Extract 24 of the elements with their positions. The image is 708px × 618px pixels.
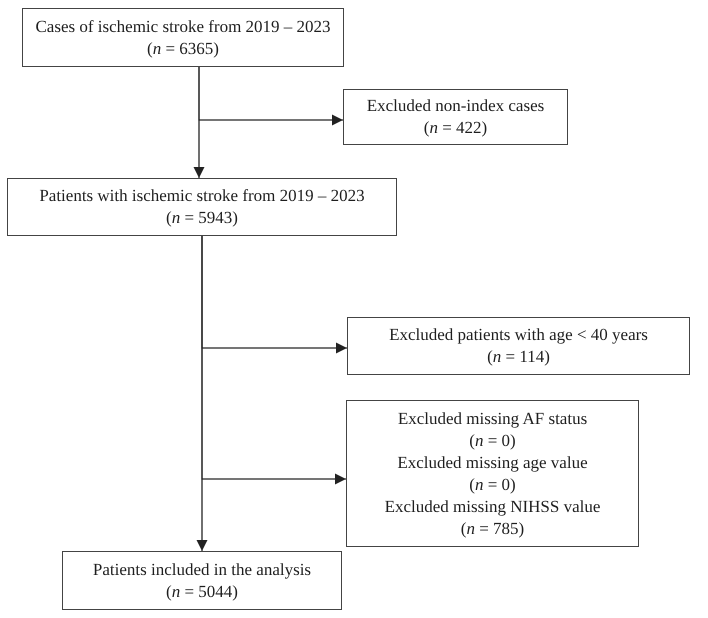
process-box <box>22 8 344 67</box>
box-label: Patients with ischemic stroke from 2019 – 2023 <box>39 185 365 207</box>
box-label: Excluded missing AF status <box>398 408 588 430</box>
box-label: Excluded missing age value <box>397 452 588 474</box>
exclusion-box <box>343 89 568 145</box>
arrow <box>194 67 204 178</box>
process-box <box>62 551 342 610</box>
box-label: (n = 6365) <box>147 38 219 60</box>
box-label: (n = 785) <box>460 518 524 540</box>
box-label: (n = 422) <box>424 117 488 139</box>
exclusion-box <box>347 317 690 375</box>
box-label: Excluded patients with age < 40 years <box>389 324 648 346</box>
box-label: Excluded missing NIHSS value <box>384 496 600 518</box>
box-label: Excluded non-index cases <box>366 95 544 117</box>
box-label: (n = 5943) <box>166 207 238 229</box>
box-label: (n = 114) <box>487 346 550 368</box>
box-label: Cases of ischemic stroke from 2019 – 2023 <box>35 16 331 38</box>
box-label: (n = 0) <box>469 474 516 496</box>
process-box <box>7 178 397 236</box>
exclusion-box <box>346 400 639 547</box>
box-label: (n = 0) <box>469 430 516 452</box>
box-label: Patients included in the analysis <box>92 558 312 580</box>
arrow <box>196 236 208 551</box>
box-label: (n = 5044) <box>166 580 238 602</box>
